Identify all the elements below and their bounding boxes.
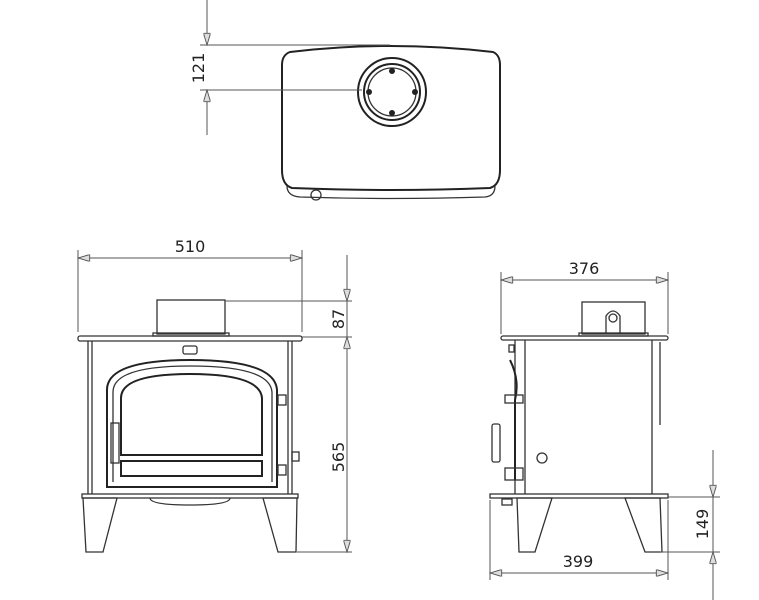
knob [310,189,322,201]
side-view: 376 399 149 [490,259,720,600]
dim-label-149: 149 [693,509,712,540]
front-view: 510 87 565 [78,237,352,552]
dimension-87-565: 87 565 [225,255,352,552]
right-leg [262,497,298,553]
left-leg [82,497,118,553]
dim-label-376: 376 [569,259,600,278]
dimension-510: 510 [78,237,302,332]
dimension-376: 376 [501,259,668,334]
flue-collar [357,57,427,127]
dim-label-565: 565 [329,442,348,473]
dimension-121: 121 [189,0,390,135]
door [106,358,300,488]
air-control [182,345,198,355]
dim-label-87: 87 [329,309,348,329]
dimension-399: 399 [490,500,668,580]
top-view: 121 [189,0,501,201]
dim-label-510: 510 [175,237,206,256]
handle [491,423,501,463]
dim-label-121: 121 [189,53,208,84]
dimension-149: 149 [660,450,720,600]
dim-label-399: 399 [563,552,594,571]
